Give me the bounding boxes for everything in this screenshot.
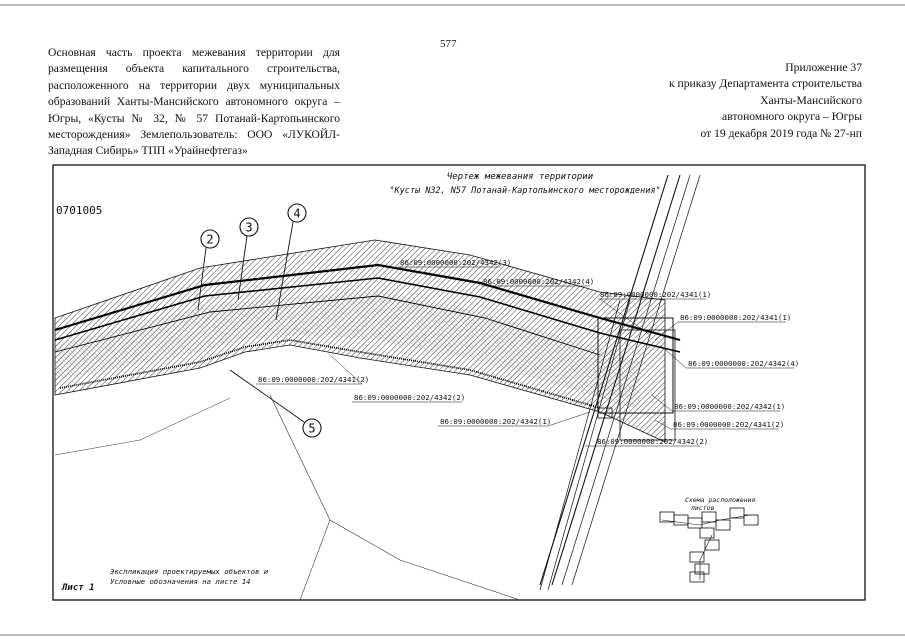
- block-code: 0701005: [56, 204, 102, 217]
- appendix-line-4: автономного округа – Югры: [722, 110, 862, 124]
- legend-line-2: Условные обозначения на листе 14: [110, 577, 251, 586]
- parcel-label-10: 86:09:0000000:202/4341(2): [673, 420, 784, 429]
- appendix-header-right: Приложение 37 к приказу Департамента стр…: [640, 60, 862, 142]
- appendix-line-1: Приложение 37: [785, 61, 862, 74]
- junction-rect-1: [597, 317, 674, 414]
- pipeline-line-3: [54, 295, 601, 356]
- corridor-inner-hatch: [55, 290, 640, 410]
- appendix-line-3: Ханты-Мансийского: [760, 93, 862, 107]
- callout-5-label: 5: [308, 422, 315, 436]
- document-header-left: Основная часть проекта межевания террито…: [48, 46, 340, 158]
- road-edge-dotted: [59, 339, 601, 409]
- leader-lines: [329, 298, 687, 430]
- road-line-2: [551, 174, 681, 586]
- drawing-subtitle: "Кусты N32, N57 Потанай-Картопьинского м…: [389, 186, 660, 196]
- callout-3-label: 3: [245, 221, 252, 235]
- drawing-title: Чертеж межевания территории: [447, 172, 594, 182]
- drawing-frame: [52, 164, 866, 601]
- corridor-hatch: [54, 239, 666, 443]
- parcel-label-2: 86:09:0000000:202/4342(4): [483, 277, 594, 286]
- callout-4: 4: [275, 203, 307, 321]
- appendix-line-2: к приказу Департамента строительства: [669, 77, 862, 91]
- contour-line-3: [54, 397, 231, 456]
- sheet-label: Лист 1: [61, 583, 95, 593]
- pipeline-line-1: [54, 263, 681, 342]
- callout-2-label: 2: [206, 233, 213, 247]
- scheme-title-2: листов: [690, 504, 715, 512]
- scheme-route: [661, 514, 751, 580]
- parcel-label-6: 86:09:0000000:202/4341(2): [258, 375, 369, 384]
- page-number: 577: [440, 38, 457, 50]
- legend-line-1: Экспликация проектируемых объектов и: [110, 567, 269, 576]
- parcel-label-5: 86:09:0000000:202/4342(4): [688, 359, 799, 368]
- contour-line-1: [269, 394, 521, 601]
- parcel-label-9: 86:09:0000000:202/4342(1): [440, 417, 551, 426]
- parcel-label-11: 86:09:0000000:202/4342(2): [597, 437, 708, 446]
- junction-small-rect: [597, 407, 613, 419]
- callout-2: 2: [197, 229, 220, 311]
- scheme-title-1: Схема расположения: [685, 496, 756, 504]
- road-line-3: [561, 174, 691, 586]
- appendix-line-5: от 19 декабря 2019 года № 27-нп: [700, 126, 862, 140]
- parcel-label-3: 86:09:0000000:202/4341(1): [600, 290, 711, 299]
- road-line-4: [571, 174, 701, 586]
- junction-rect-2: [619, 329, 676, 441]
- callout-5: 5: [229, 369, 322, 438]
- parcel-label-1: 86:09:0000000:202/4342(3): [400, 258, 511, 267]
- scan-top-edge: [0, 4, 905, 6]
- parcel-label-4: 86:09:0000000:202/4341(1): [680, 313, 791, 322]
- scan-bottom-edge: [0, 634, 905, 636]
- pipeline-line-2: [54, 277, 681, 353]
- callout-4-label: 4: [293, 207, 300, 221]
- parcel-label-7: 86:09:0000000:202/4342(2): [354, 393, 465, 402]
- contour-line-2: [299, 519, 331, 601]
- road-line-6: [547, 299, 631, 591]
- road-line-1: [539, 174, 669, 586]
- callout-3: 3: [237, 217, 259, 301]
- road-line-5: [539, 299, 621, 591]
- parcel-label-8: 86:09:0000000:202/4342(1): [674, 402, 785, 411]
- scheme-sheets: [659, 507, 759, 583]
